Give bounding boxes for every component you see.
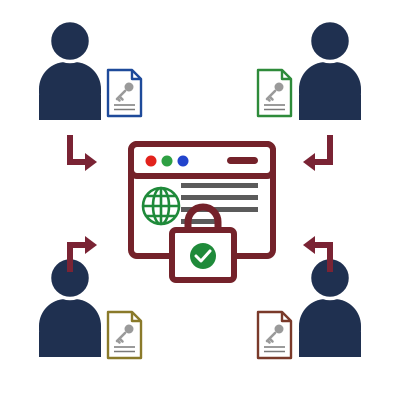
arrow-top-left-icon	[70, 135, 97, 171]
user-bottom-right-person-icon	[297, 255, 363, 359]
window-dot-blue	[177, 155, 189, 167]
document-bottom-right-key-document-icon	[256, 310, 293, 360]
document-bottom-left-key-document-icon	[106, 310, 143, 360]
user-bottom-left-person-icon	[37, 255, 103, 359]
window-dot-red	[145, 155, 157, 167]
secure-website-icon	[128, 141, 276, 283]
window-dot-green	[161, 155, 173, 167]
document-top-left-key-document-icon	[106, 68, 143, 118]
padlock-icon	[169, 203, 237, 283]
user-top-right-person-icon	[297, 18, 363, 122]
content-lines	[181, 183, 258, 224]
document-top-right-key-document-icon	[256, 68, 293, 118]
checkmark-icon	[190, 243, 216, 269]
globe-icon	[141, 186, 181, 226]
user-top-left-person-icon	[37, 18, 103, 122]
address-bar	[227, 157, 258, 164]
browser-titlebar	[128, 141, 276, 179]
arrow-top-right-icon	[303, 135, 330, 171]
